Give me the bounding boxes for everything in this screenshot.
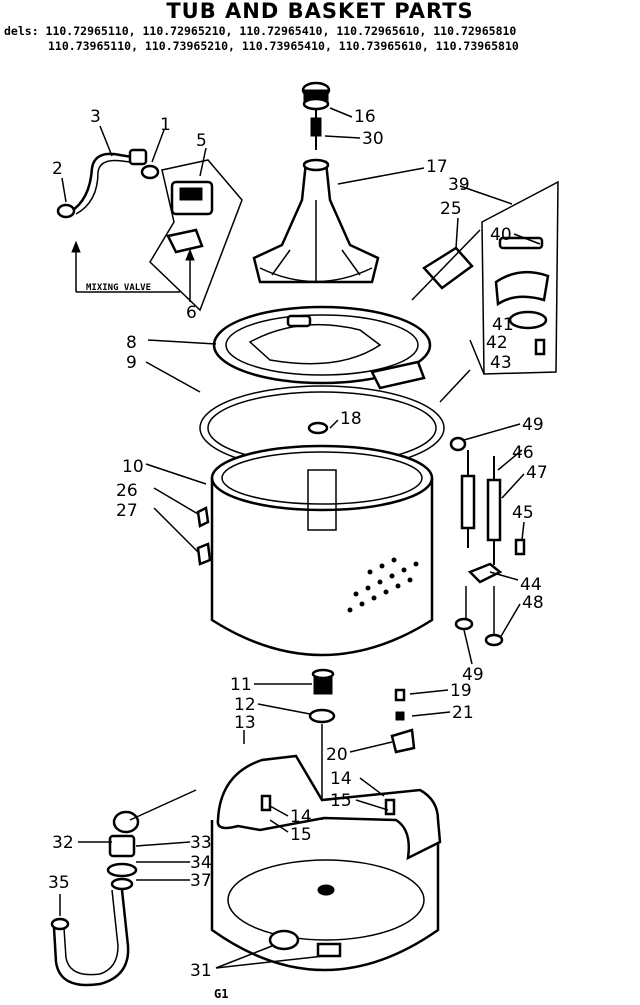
callout-2: 2	[52, 159, 63, 179]
tub-clip-part	[196, 506, 210, 528]
snubber-cap-part	[449, 436, 467, 452]
outer-tub-part	[210, 754, 442, 972]
hose-clamp-part	[140, 164, 160, 180]
callout-18: 18	[340, 409, 362, 429]
callout-9: 9	[126, 353, 137, 373]
snubber-pad-part	[484, 633, 504, 647]
footer-code: G1	[214, 987, 228, 1001]
callout-48: 48	[522, 593, 544, 613]
callout-39: 39	[448, 175, 470, 195]
callout-26: 26	[116, 481, 138, 501]
callout-8: 8	[126, 333, 137, 353]
agitator-part	[252, 158, 380, 284]
callout-12: 12	[234, 695, 256, 715]
callout-14-right: 14	[330, 769, 352, 789]
callout-33: 33	[190, 833, 212, 853]
inlet-hose-part	[69, 148, 148, 215]
basket-part	[210, 444, 434, 657]
callout-34: 34	[190, 853, 212, 873]
callout-17: 17	[426, 157, 448, 177]
hose-clamp-lower-part	[50, 917, 70, 931]
snubber-washer-part	[454, 617, 474, 631]
drain-valve-part	[106, 810, 140, 891]
callout-15-right: 15	[330, 791, 352, 811]
callout-19: 19	[450, 681, 472, 701]
callout-27: 27	[116, 501, 138, 521]
dispenser-gasket-part	[422, 246, 474, 290]
callout-35: 35	[48, 873, 70, 893]
callout-30: 30	[362, 129, 384, 149]
dispenser-group-box	[481, 180, 559, 375]
callout-11: 11	[230, 675, 252, 695]
callout-16: 16	[354, 107, 376, 127]
model-numbers-line-2: 110.73965110, 110.73965210, 110.73965410…	[48, 39, 519, 53]
callout-1: 1	[160, 115, 171, 135]
callout-10: 10	[122, 457, 144, 477]
callout-6: 6	[186, 303, 197, 323]
leader-lines	[59, 107, 541, 969]
callout-37: 37	[190, 871, 212, 891]
mixing-valve-group	[149, 159, 243, 312]
callout-41: 41	[492, 315, 514, 335]
drain-hose-part	[52, 889, 130, 987]
hub-nut-part	[308, 708, 336, 724]
callout-5: 5	[196, 131, 207, 151]
callout-14-left: 14	[290, 807, 312, 827]
tub-clip-part-lower	[196, 542, 212, 566]
callout-49-top: 49	[522, 415, 544, 435]
snubber-bracket-part	[467, 562, 503, 584]
callout-numbers: 3 1 5 2 6 16 30 17 39 25 40 41 42 43 8 9…	[48, 107, 548, 1001]
page-title: TUB AND BASKET PARTS	[166, 0, 474, 23]
callout-40: 40	[490, 225, 512, 245]
seal-part	[307, 421, 329, 435]
callout-13: 13	[234, 713, 256, 733]
callout-47: 47	[526, 463, 548, 483]
callout-31: 31	[190, 961, 212, 981]
tub-bolt-part-left	[260, 794, 272, 812]
dispenser-part	[494, 236, 550, 356]
hose-washer-part	[56, 203, 76, 219]
callout-42: 42	[486, 333, 508, 353]
actuator-part	[390, 728, 416, 754]
agitator-cap-part	[301, 81, 331, 111]
callout-3: 3	[90, 107, 101, 127]
callout-32: 32	[52, 833, 74, 853]
suspension-spring-part	[460, 450, 476, 548]
tub-bolt-part-right	[384, 798, 396, 816]
callout-45: 45	[512, 503, 534, 523]
callout-25: 25	[440, 199, 462, 219]
drive-block-part	[311, 668, 335, 695]
dispenser-leader	[411, 229, 481, 301]
callout-49-bottom: 49	[462, 665, 484, 685]
callout-21: 21	[452, 703, 474, 723]
callout-46: 46	[512, 443, 534, 463]
callout-44: 44	[520, 575, 542, 595]
model-numbers-line-1: dels: 110.72965110, 110.72965210, 110.72…	[4, 24, 517, 38]
callout-15-left: 15	[290, 825, 312, 845]
actuator-screw-part	[394, 688, 406, 702]
tub-cover-part	[212, 305, 432, 390]
callout-43: 43	[490, 353, 512, 373]
agitator-bolt-part	[310, 110, 322, 150]
suspension-rod-part	[486, 456, 502, 565]
mixing-valve-label: MIXING VALVE	[86, 283, 151, 293]
snubber-bolt-part	[514, 538, 526, 556]
callout-20: 20	[326, 745, 348, 765]
